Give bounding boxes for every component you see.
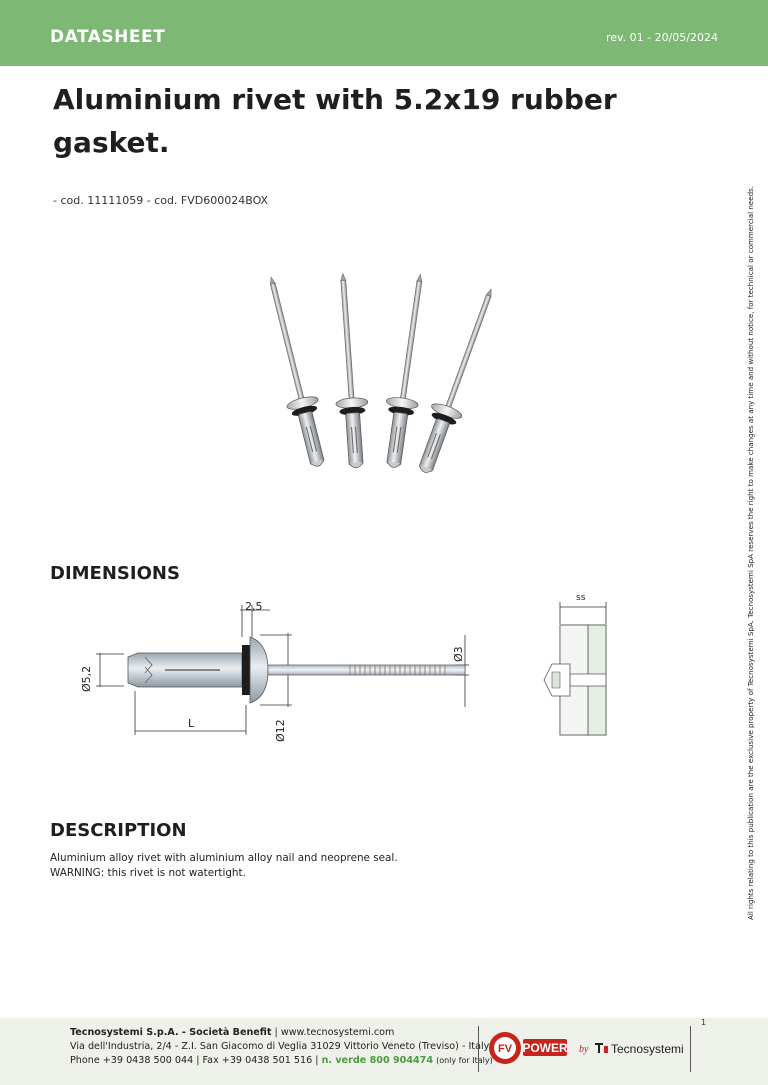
logo-tecno-text: Tecnosystemi bbox=[611, 1042, 684, 1056]
phone-number: Phone +39 0438 500 044 bbox=[70, 1055, 194, 1066]
product-codes: - cod. 11111059 - cod. FVD600024BOX bbox=[53, 194, 269, 207]
copyright-notice: All rights relating to this publication … bbox=[746, 185, 755, 920]
footer-separator: | bbox=[271, 1027, 281, 1038]
company-name: Tecnosystemi S.p.A. - Società Benefit bbox=[70, 1027, 272, 1038]
dim-label-body-diameter: Ø5,2 bbox=[80, 665, 93, 692]
description-body: Aluminium alloy rivet with aluminium all… bbox=[50, 851, 398, 881]
dim-label-grip: ss bbox=[576, 593, 586, 603]
description-line-2: WARNING: this rivet is not watertight. bbox=[50, 867, 246, 879]
logo-by-text: by bbox=[579, 1044, 589, 1055]
header-bar: DATASHEET rev. 01 - 20/05/2024 bbox=[0, 0, 768, 66]
section-view-drawing bbox=[543, 602, 607, 736]
page-title: Aluminium rivet with 5.2x19 rubber gaske… bbox=[53, 83, 617, 159]
footer-divider bbox=[690, 1026, 691, 1072]
dim-label-head-diameter: Ø12 bbox=[274, 719, 287, 742]
toll-free-number: n. verde 800 904474 bbox=[321, 1055, 434, 1066]
dim-label-head-thickness: 2,5 bbox=[245, 600, 263, 613]
footer-separator: | bbox=[193, 1055, 203, 1066]
logo-fv-text: FV bbox=[498, 1043, 513, 1055]
footer-divider bbox=[478, 1026, 479, 1072]
footer-line-1: Tecnosystemi S.p.A. - Società Benefit | … bbox=[70, 1027, 394, 1038]
footer-line-3: Phone +39 0438 500 044 | Fax +39 0438 50… bbox=[70, 1055, 493, 1066]
product-image bbox=[255, 271, 507, 479]
website-link[interactable]: www.tecnosystemi.com bbox=[280, 1027, 395, 1038]
footer-address: Via dell'Industria, 2/4 - Z.I. San Giaco… bbox=[70, 1041, 490, 1052]
fv-power-logo: FV POWER by Tecnosystemi bbox=[489, 1032, 684, 1064]
description-line-1: Aluminium alloy rivet with aluminium all… bbox=[50, 852, 398, 864]
brand-logos: FV POWER by Tecnosystemi bbox=[487, 1030, 687, 1074]
toll-free-note: (only for Italy) bbox=[436, 1056, 493, 1065]
dimensions-heading: DIMENSIONS bbox=[50, 563, 180, 584]
footer: Tecnosystemi S.p.A. - Società Benefit | … bbox=[0, 1018, 768, 1085]
description-heading: DESCRIPTION bbox=[50, 820, 187, 841]
dim-label-length: L bbox=[188, 717, 195, 730]
header-label: DATASHEET bbox=[50, 27, 166, 47]
footer-separator: | bbox=[312, 1055, 322, 1066]
dimension-drawing bbox=[96, 605, 469, 735]
revision-date: rev. 01 - 20/05/2024 bbox=[605, 31, 718, 44]
fax-number: Fax +39 0438 501 516 bbox=[202, 1055, 313, 1066]
dim-label-nail-diameter: Ø3 bbox=[452, 646, 465, 662]
logo-power-text: POWER bbox=[522, 1041, 568, 1055]
page-number: 1 bbox=[701, 1018, 707, 1027]
